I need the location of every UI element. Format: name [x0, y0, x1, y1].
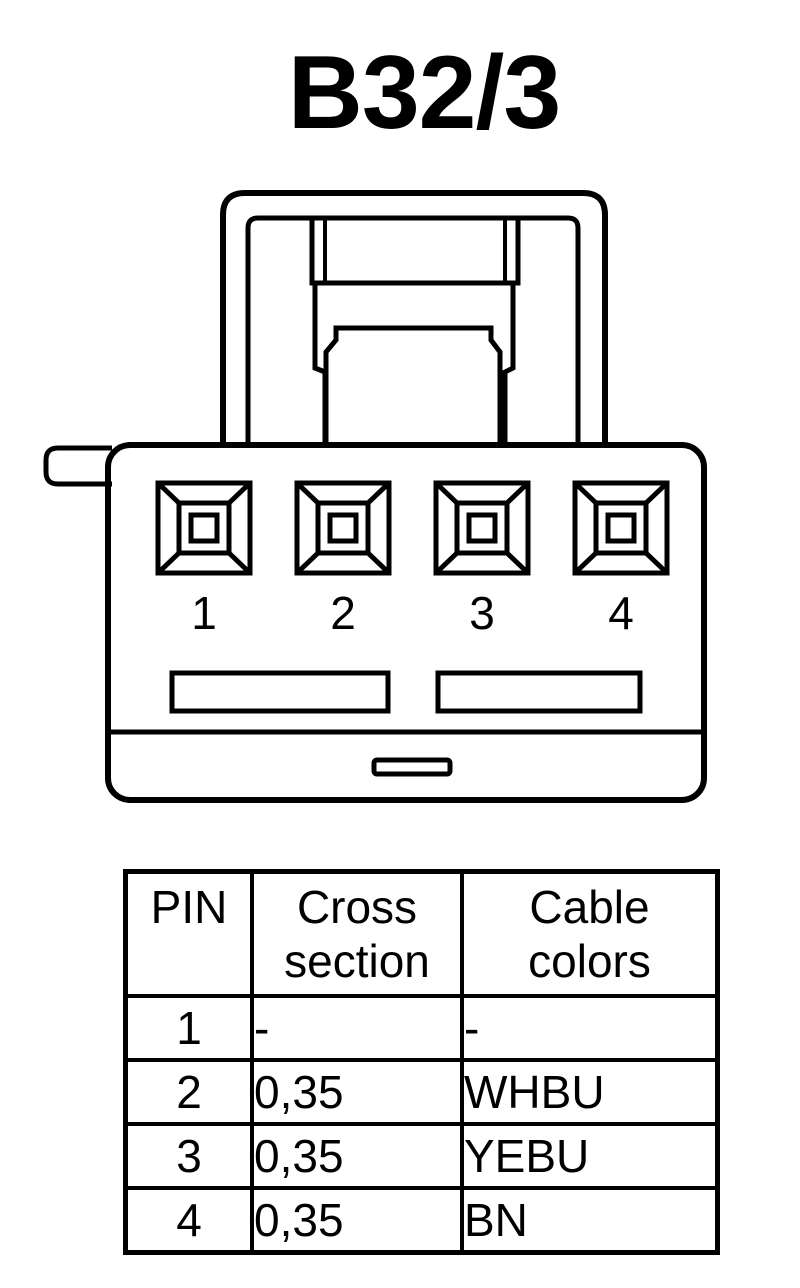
table-row: 4 0,35 BN — [123, 1185, 720, 1254]
cell-pin: 2 — [123, 1057, 254, 1126]
pin-number: 3 — [469, 587, 495, 639]
cell-cable-color: BN — [460, 1185, 720, 1254]
cell-cable-color: - — [460, 993, 720, 1062]
cell-cross-section: 0,35 — [250, 1185, 464, 1254]
diagram-title: B32/3 — [287, 35, 562, 151]
latch-inner — [245, 215, 581, 445]
pocket-left — [169, 670, 391, 714]
header-pin: PIN — [123, 869, 254, 998]
cell-cable-color: WHBU — [460, 1057, 720, 1126]
cell-cross-section: 0,35 — [250, 1121, 464, 1190]
pin-number: 4 — [608, 587, 634, 639]
cell-cross-section: 0,35 — [250, 1057, 464, 1126]
latch-tongue — [309, 220, 521, 286]
latch-outer — [220, 190, 608, 445]
pocket-right — [435, 670, 643, 714]
cell-pin: 4 — [123, 1185, 254, 1254]
pin-number: 1 — [191, 587, 217, 639]
pin-cavity-1 — [155, 480, 253, 576]
connector-drawing: 1 2 3 4 — [43, 190, 707, 803]
header-color-line1: Cable — [529, 881, 650, 933]
pin-cavity-4 — [572, 480, 670, 576]
connector-housing — [105, 442, 707, 803]
table-row: 1 - - — [123, 993, 720, 1062]
housing-slot — [371, 757, 453, 777]
side-tab — [43, 445, 112, 487]
cell-pin: 3 — [123, 1121, 254, 1190]
header-cross-line2: section — [284, 935, 430, 987]
cell-cable-color: YEBU — [460, 1121, 720, 1190]
header-pin-label: PIN — [150, 881, 228, 933]
header-cross-line1: Cross — [296, 881, 418, 933]
cell-pin: 1 — [123, 993, 254, 1062]
pin-cavity-3 — [433, 480, 531, 576]
table-row: 2 0,35 WHBU — [123, 1057, 720, 1126]
cell-cross-section: - — [250, 993, 464, 1062]
table-row: 3 0,35 YEBU — [123, 1121, 720, 1190]
pin-cavity-2 — [294, 480, 392, 576]
header-color-line2: colors — [528, 935, 651, 987]
pin-number: 2 — [330, 587, 356, 639]
